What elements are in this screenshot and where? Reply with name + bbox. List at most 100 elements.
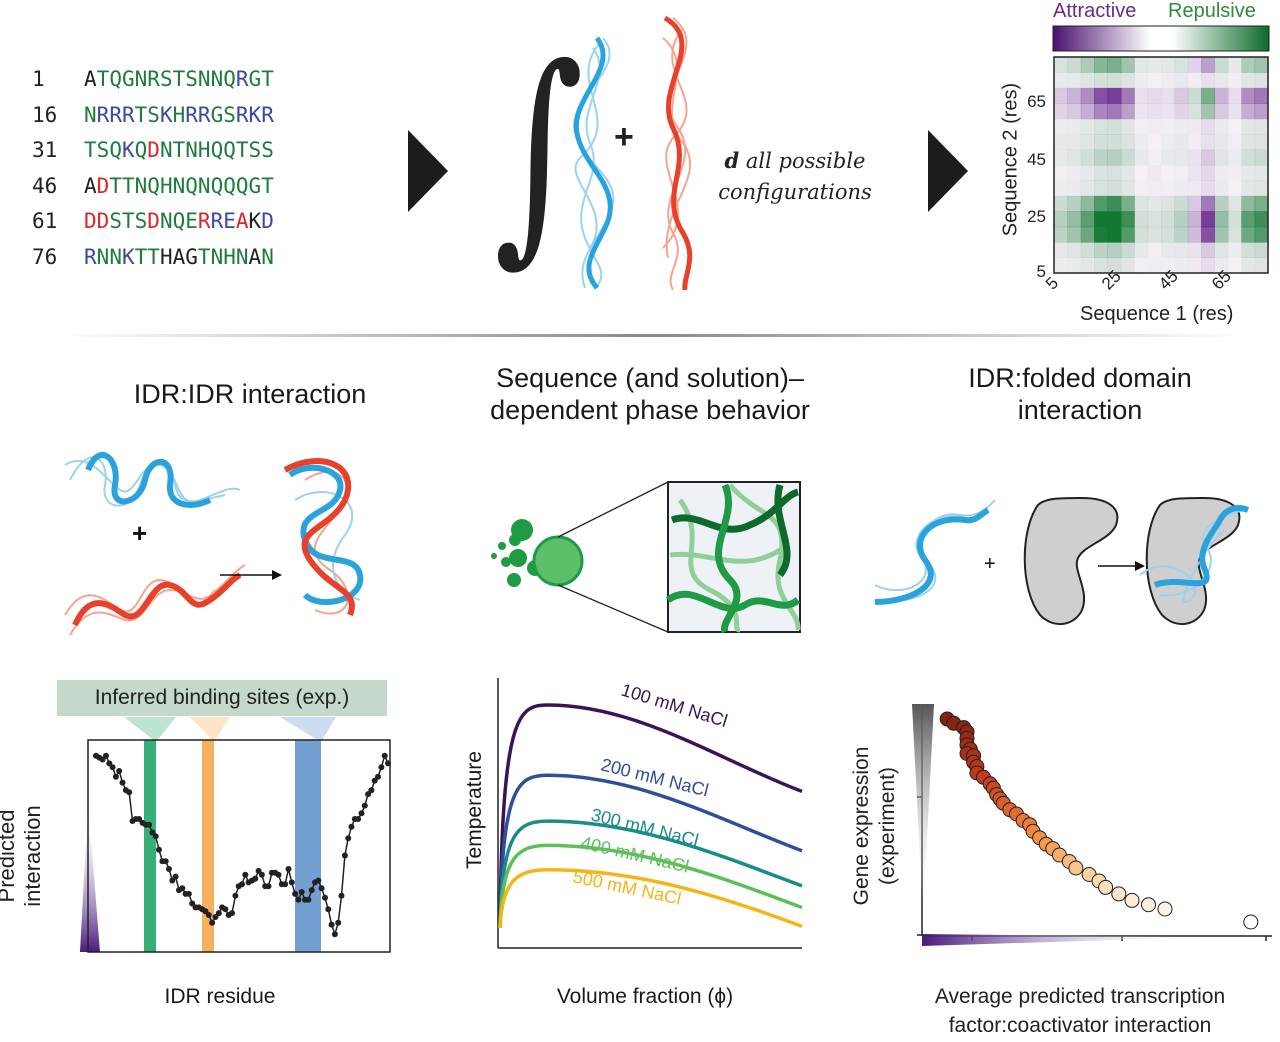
- data-point: [1141, 897, 1156, 913]
- heatmap-cell: [1107, 242, 1122, 258]
- heatmap-cell: [1227, 57, 1242, 73]
- heatmap-cell: [1147, 226, 1162, 243]
- heatmap-cell: [1107, 87, 1122, 104]
- heatmap-cell: [1201, 149, 1215, 166]
- heatmap-cell: [1080, 87, 1095, 104]
- heatmap-cell: [1067, 257, 1082, 274]
- heatmap-cell: [1094, 149, 1108, 166]
- data-point: [292, 890, 299, 897]
- heatmap-cell: [1054, 211, 1068, 228]
- heatmap-cell: [1228, 258, 1242, 274]
- heatmap-cell: [1147, 57, 1162, 73]
- heatmap-cell: [1254, 134, 1269, 150]
- heatmap-cell: [1120, 180, 1135, 197]
- idr-chain-red: [662, 15, 693, 291]
- arrow-right-icon: [1098, 561, 1145, 571]
- heatmap-cell: [1107, 165, 1122, 181]
- heatmap-cell: [1107, 180, 1122, 197]
- data-point: [285, 866, 292, 872]
- heatmap-cell: [1161, 134, 1175, 150]
- heatmap-colorbar: [1052, 25, 1270, 52]
- heatmap-legend-repulsive: Repulsive: [1168, 0, 1256, 22]
- heatmap-cell: [1174, 149, 1189, 166]
- heatmap-cell: [1254, 165, 1269, 181]
- data-point: [265, 883, 272, 890]
- heatmap-cell: [1241, 180, 1256, 197]
- data-point: [1068, 860, 1084, 876]
- phase-separation-cartoon: [491, 481, 801, 634]
- data-point: [258, 871, 265, 878]
- data-point: [345, 835, 352, 842]
- data-point: [335, 919, 342, 926]
- heatmap-cell: [1107, 257, 1122, 274]
- plot-frame: [87, 739, 391, 953]
- heatmap-cell: [1134, 149, 1149, 166]
- plus-sign: +: [614, 118, 634, 156]
- heatmap-cell: [1254, 57, 1269, 73]
- phase-plot-ylabel: Temperature: [463, 751, 486, 869]
- heatmap-cell: [1227, 226, 1242, 243]
- heatmap-ytick: 65: [1027, 92, 1046, 111]
- heatmap-cell: [1148, 242, 1162, 258]
- heatmap-cell: [1174, 258, 1188, 274]
- sequence-row-colored: RNNKTTHAGTNHNAN: [84, 244, 274, 269]
- heatmap-cell: [1148, 180, 1162, 196]
- heatmap-cell: [1067, 211, 1082, 228]
- idr-plot-banner: Inferred binding sites (exp.): [57, 680, 387, 716]
- heatmap-cell: [1067, 149, 1082, 166]
- gene-plot-ylabel-line1: Gene expression: [850, 746, 873, 906]
- sequence-row-colored: TSQKQDNTNHQQTSS: [84, 138, 274, 162]
- heatmap-cell: [1174, 134, 1189, 150]
- data-point: [305, 896, 312, 903]
- idr-interaction-plot: [80, 717, 391, 953]
- heatmap-cell: [1254, 180, 1269, 197]
- data-point: [239, 881, 245, 888]
- heatmap-cell: [1201, 165, 1215, 181]
- heatmap-cell: [1067, 103, 1082, 120]
- heatmap-cell: [1187, 211, 1202, 228]
- sequence-row-colored: DDSTSDNQERREAKD: [84, 209, 274, 233]
- heatmap-cell: [1080, 242, 1095, 258]
- heatmap-cell: [1120, 87, 1135, 104]
- data-point: [378, 764, 385, 771]
- heatmap-cell: [1174, 119, 1188, 135]
- heatmap-cell: [1054, 87, 1068, 104]
- data-point: [185, 890, 192, 897]
- heatmap-cell: [1161, 103, 1175, 120]
- heatmap-cell: [1054, 149, 1068, 166]
- data-point: [166, 866, 172, 872]
- expression-ramp: [912, 704, 934, 916]
- heatmap-cell: [1080, 180, 1095, 197]
- heatmap-cell: [1054, 258, 1068, 274]
- heatmap-cell: [1148, 72, 1162, 88]
- heatmap-cell: [1228, 72, 1242, 88]
- heatmap-cell: [1228, 150, 1242, 166]
- data-point: [341, 852, 348, 859]
- integrand-line1: d all possible: [724, 148, 866, 173]
- heatmap-cell: [1054, 226, 1068, 243]
- heatmap-cell: [1054, 180, 1068, 196]
- heatmap-cell: [1080, 118, 1095, 135]
- binding-site-pointer: [190, 717, 230, 742]
- heatmap-cell: [1067, 87, 1082, 104]
- heatmap-cell: [1201, 134, 1215, 150]
- data-point: [1111, 886, 1127, 902]
- heatmap-cell: [1241, 211, 1256, 228]
- gene-plot-xlabel-line2: factor:coactivator interaction: [948, 1014, 1212, 1037]
- curve-label: 100 mM NaCl: [619, 680, 730, 731]
- heatmap-cell: [1241, 226, 1256, 243]
- heatmap-cell: [1134, 103, 1149, 120]
- heatmap-cell: [1094, 195, 1108, 212]
- data-point: [328, 921, 335, 928]
- heatmap-cell: [1228, 119, 1242, 135]
- heatmap-cell: [1080, 226, 1095, 243]
- data-point: [275, 871, 282, 878]
- heatmap-cell: [1228, 242, 1242, 258]
- heatmap-cell: [1241, 134, 1256, 150]
- data-point: [375, 773, 381, 780]
- heatmap-ytick: 25: [1027, 207, 1046, 226]
- data-point: [242, 871, 249, 878]
- heatmap-cell: [1054, 119, 1068, 135]
- data-point: [112, 773, 119, 780]
- heatmap-cell: [1161, 87, 1175, 104]
